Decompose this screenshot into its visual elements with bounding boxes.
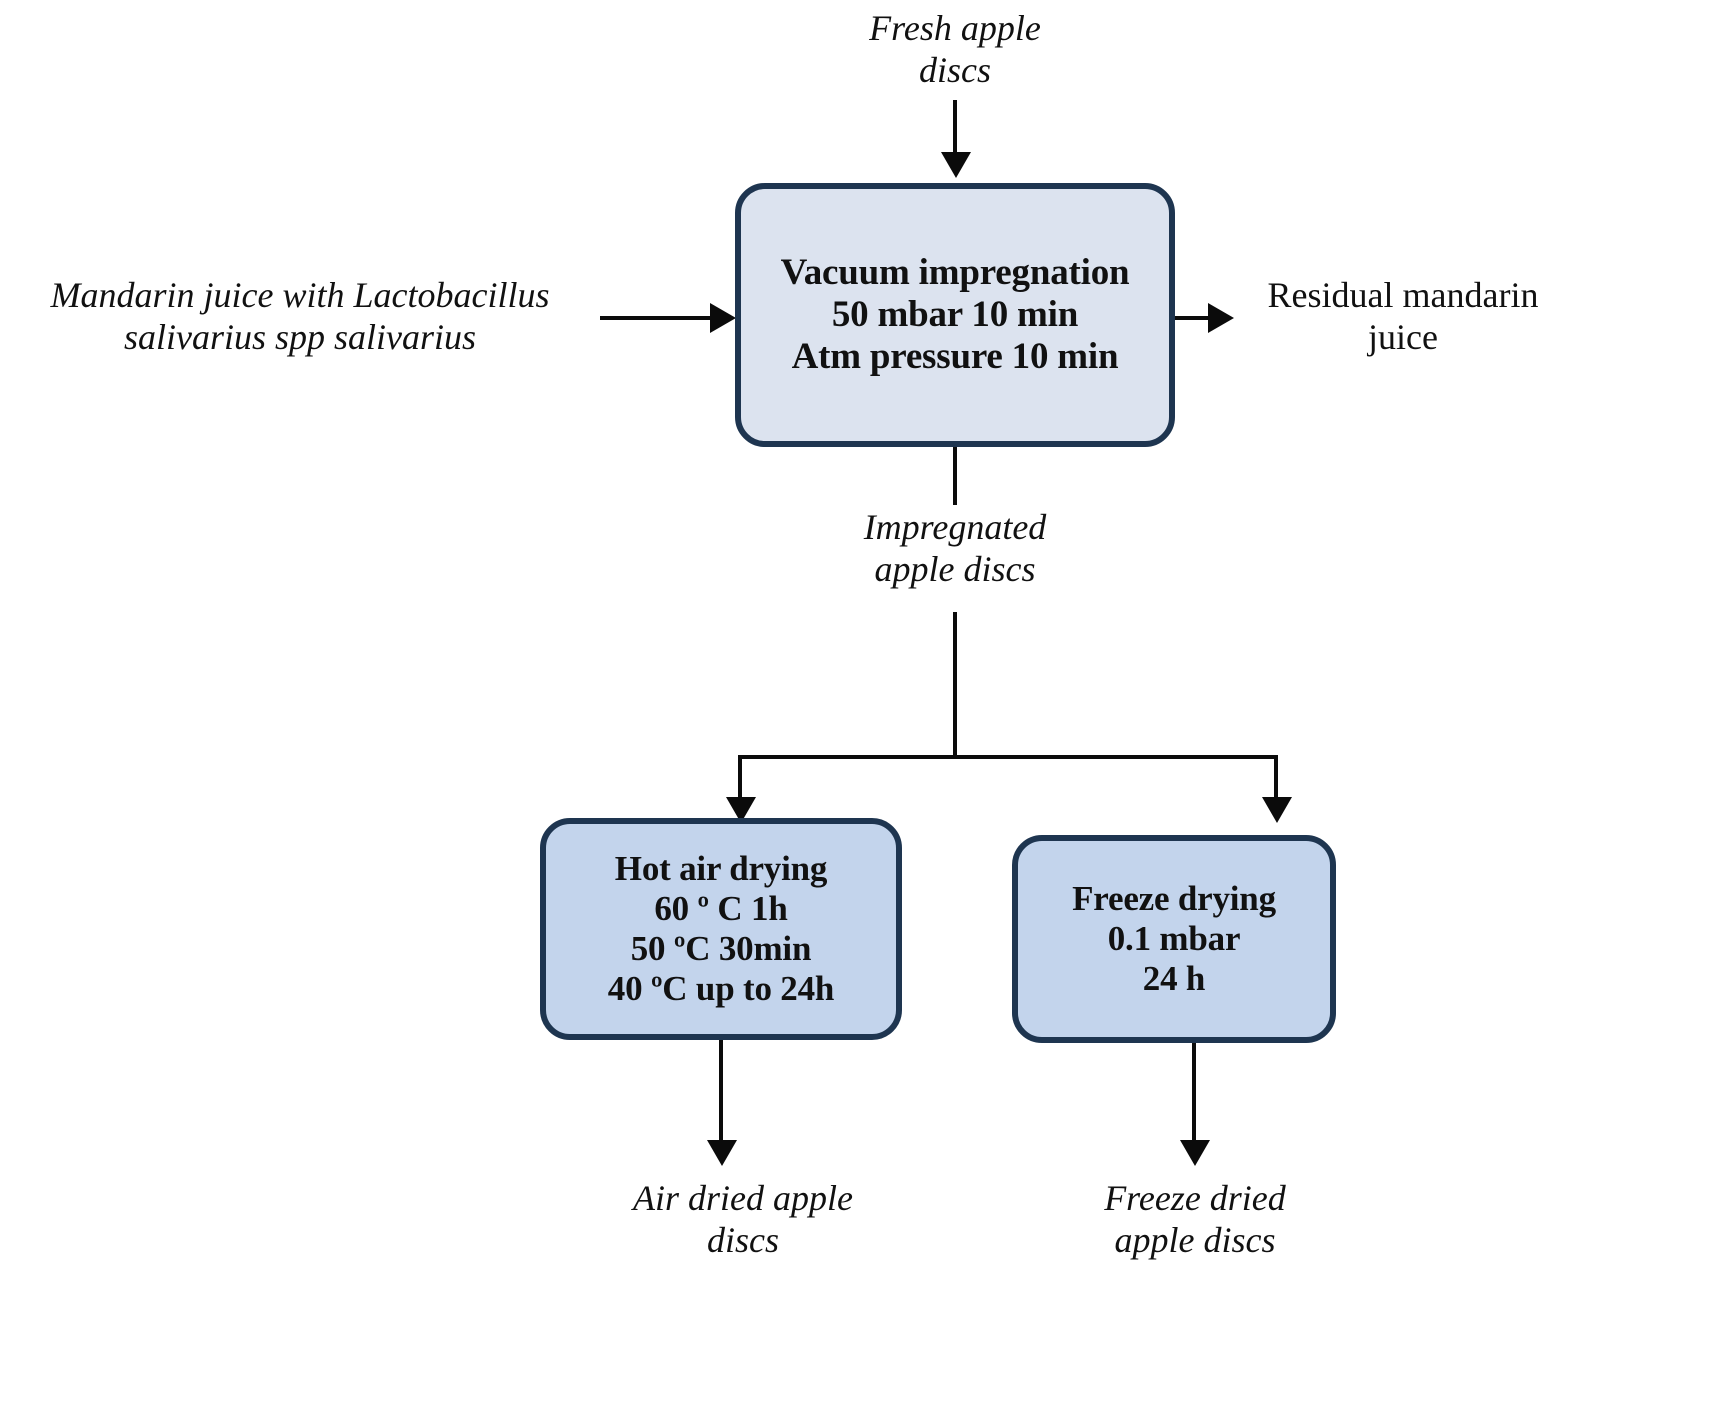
arrowhead-down-icon: [1262, 797, 1292, 823]
box-freeze-line1: Freeze drying: [1072, 879, 1276, 919]
label-residual-mandarin-juice-line1: Residual mandarin: [1267, 275, 1539, 315]
connector-fresh-to-vacuum: [953, 100, 957, 160]
label-freeze-dried-apple-discs: Freeze dried apple discs: [1050, 1178, 1340, 1262]
label-mandarin-juice: Mandarin juice with Lactobacillus saliva…: [10, 275, 590, 359]
label-impregnated-apple-discs: Impregnated apple discs: [800, 507, 1110, 591]
label-residual-mandarin-juice: Residual mandarin juice: [1238, 275, 1568, 359]
label-air-dried-apple-discs-line1: Air dried apple: [633, 1178, 853, 1218]
process-box-hot-air-drying[interactable]: Hot air drying 60 º C 1h 50 ºC 30min 40 …: [540, 818, 902, 1040]
box-hotair-line1: Hot air drying: [614, 849, 828, 889]
connector-vacuum-to-residual: [1175, 316, 1215, 320]
connector-split-bar: [738, 755, 1278, 759]
arrowhead-right-icon: [1208, 303, 1234, 333]
label-fresh-apple-discs-line2: discs: [919, 49, 991, 90]
box-freeze-line2: 0.1 mbar: [1107, 919, 1241, 959]
box-vacuum-line1: Vacuum impregnation: [780, 251, 1130, 293]
label-air-dried-apple-discs-line2: discs: [707, 1219, 779, 1260]
label-fresh-apple-discs-line1: Fresh apple: [869, 8, 1041, 48]
box-vacuum-line3: Atm pressure 10 min: [791, 336, 1119, 378]
label-air-dried-apple-discs: Air dried apple discs: [598, 1178, 888, 1262]
process-box-freeze-drying[interactable]: Freeze drying 0.1 mbar 24 h: [1012, 835, 1336, 1043]
connector-freeze-to-freezedried: [1192, 1043, 1196, 1148]
process-box-vacuum-impregnation[interactable]: Vacuum impregnation 50 mbar 10 min Atm p…: [735, 183, 1175, 447]
label-impregnated-apple-discs-line1: Impregnated: [863, 507, 1047, 547]
box-freeze-line3: 24 h: [1142, 958, 1206, 998]
label-residual-mandarin-juice-line2: juice: [1368, 316, 1438, 357]
box-hotair-line4: 40 ºC up to 24h: [607, 968, 835, 1008]
connector-vacuum-to-impregnated: [953, 447, 957, 505]
label-impregnated-apple-discs-line2: apple discs: [874, 548, 1036, 589]
arrowhead-right-icon: [710, 303, 736, 333]
connector-right-branch: [1274, 755, 1278, 805]
connector-hotair-to-airdried: [719, 1040, 723, 1148]
box-vacuum-line2: 50 mbar 10 min: [831, 293, 1079, 335]
arrowhead-down-icon: [707, 1140, 737, 1166]
label-mandarin-juice-line1: Mandarin juice with Lactobacillus: [50, 275, 550, 315]
arrowhead-down-icon: [1180, 1140, 1210, 1166]
label-fresh-apple-discs: Fresh apple discs: [790, 8, 1120, 92]
connector-impregnated-to-split: [953, 612, 957, 759]
connector-left-branch: [738, 755, 742, 805]
box-hotair-line2: 60 º C 1h: [654, 889, 788, 929]
box-hotair-line3: 50 ºC 30min: [630, 929, 812, 968]
label-mandarin-juice-line2: salivarius spp salivarius: [123, 316, 477, 357]
arrowhead-down-icon: [941, 152, 971, 178]
connector-mandarin-to-vacuum: [600, 316, 720, 320]
label-freeze-dried-apple-discs-line1: Freeze dried: [1104, 1178, 1286, 1218]
label-freeze-dried-apple-discs-line2: apple discs: [1114, 1219, 1276, 1260]
